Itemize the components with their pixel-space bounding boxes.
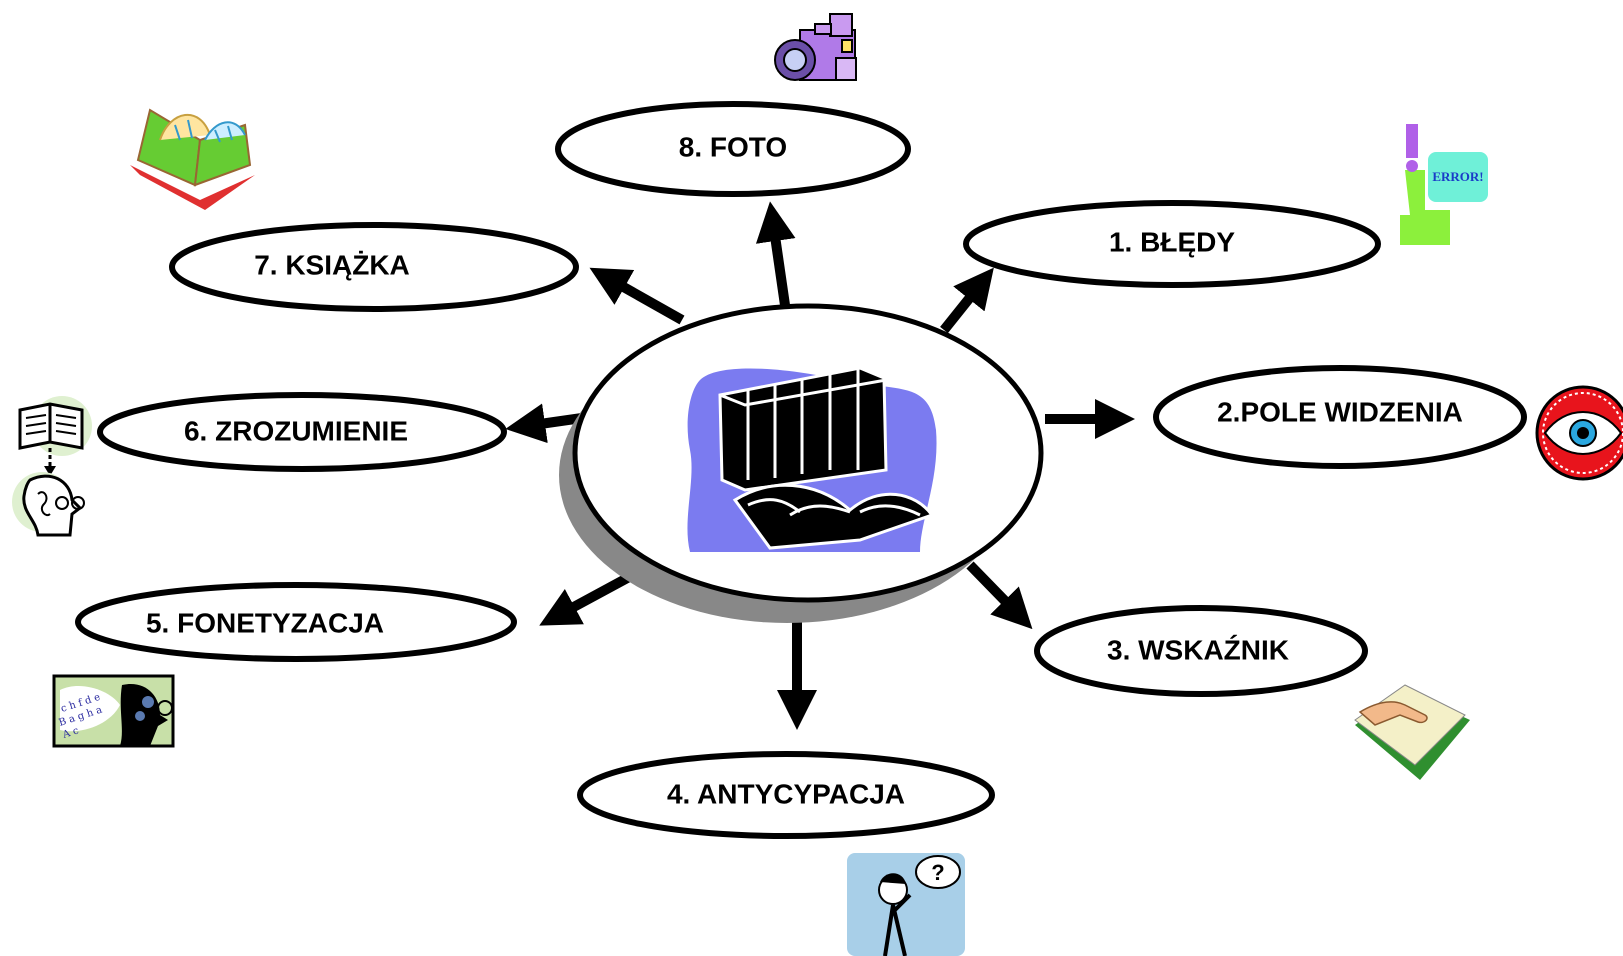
svg-text:A c: A c [61, 725, 81, 741]
finger-reading-book-icon [1354, 684, 1470, 780]
eye-icon [1535, 385, 1623, 481]
node-zrozumienie-label: 6. ZROZUMIENIE [184, 415, 408, 446]
error-stamp-icon: ERROR! [1400, 124, 1488, 245]
node-pole-widzenia: 2.POLE WIDZENIA [1153, 365, 1527, 469]
arrow-to-zrozumienie [505, 403, 583, 444]
node-bledy: 1. BŁĘDY [963, 200, 1381, 288]
node-antycypacja-label: 4. ANTYCYPACJA [667, 778, 905, 809]
arrow-to-bledy [940, 267, 994, 334]
arrow-to-ksiazka [589, 267, 685, 325]
node-ksiazka-label: 7. KSIĄŻKA [254, 249, 410, 280]
node-fonetyzacja-label: 5. FONETYZACJA [146, 607, 384, 638]
node-pole-widzenia-label: 2.POLE WIDZENIA [1217, 396, 1463, 427]
camera-icon [774, 13, 857, 81]
node-zrozumienie-ellipse [97, 392, 507, 472]
node-wskaznik-ellipse [1034, 605, 1368, 697]
node-wskaznik: 3. WSKAŹNIK [1034, 605, 1368, 697]
error-stamp-text: ERROR! [1432, 169, 1483, 184]
node-wskaznik-label: 3. WSKAŹNIK [1107, 634, 1289, 665]
node-antycypacja: 4. ANTYCYPACJA [577, 751, 995, 839]
thinking-person-icon: ? [847, 853, 965, 956]
node-zrozumienie: 6. ZROZUMIENIE [97, 392, 507, 472]
node-fonetyzacja: 5. FONETYZACJA [75, 582, 517, 662]
books-icon [687, 366, 937, 552]
phonetics-head-icon: c h f d e B a g h a A c [52, 674, 175, 748]
node-foto: 8. FOTO [555, 101, 911, 197]
svg-text:?: ? [931, 860, 944, 885]
center-node [559, 303, 1044, 623]
node-pole-widzenia-ellipse [1153, 365, 1527, 469]
node-foto-label: 8. FOTO [679, 131, 787, 162]
node-bledy-label: 1. BŁĘDY [1109, 226, 1235, 257]
open-book-icon [130, 108, 255, 210]
node-foto-ellipse [555, 101, 911, 197]
node-bledy-ellipse [963, 200, 1381, 288]
node-ksiazka: 7. KSIĄŻKA [169, 222, 579, 312]
node-fonetyzacja-ellipse [75, 582, 517, 662]
node-antycypacja-ellipse [577, 751, 995, 839]
arrow-to-foto [755, 201, 796, 313]
arrow-to-wskaznik [966, 561, 1033, 630]
book-to-head-icon [12, 396, 92, 537]
node-ksiazka-ellipse [169, 222, 579, 312]
